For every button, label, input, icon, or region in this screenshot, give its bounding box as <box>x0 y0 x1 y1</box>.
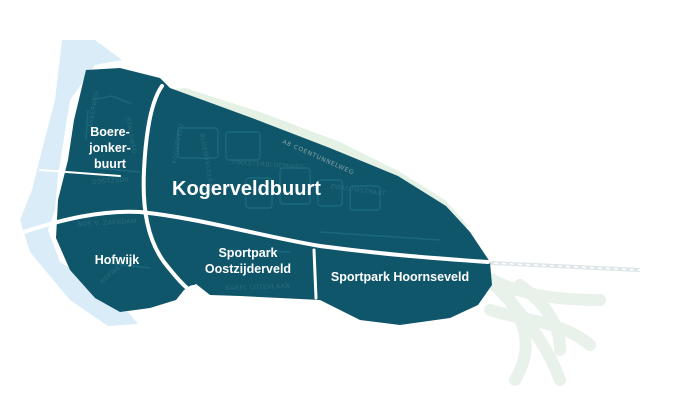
interchange <box>464 259 606 386</box>
building-blocks <box>85 95 441 269</box>
svg-text:Boere-: Boere- <box>90 125 130 139</box>
label-oostzijderveld: Sportpark Oostzijderveld <box>205 246 291 276</box>
svg-text:buurt: buurt <box>94 157 127 171</box>
street-label-oostzijde: OOSTZIJDE <box>92 176 130 186</box>
street-label-lotevlaan: KAREL LOTEVLAAN <box>226 283 291 292</box>
label-boerejonkerbuurt: Boere- jonker- buurt <box>88 125 131 171</box>
label-hoornseveld: Sportpark Hoornseveld <box>331 270 469 284</box>
roundabout <box>185 285 203 303</box>
district-borders <box>22 84 490 300</box>
label-hofwijk: Hofwijk <box>95 253 139 267</box>
label-kogerveldbuurt: Kogerveldbuurt <box>172 178 321 200</box>
water-area <box>20 40 138 326</box>
svg-text:Oostzijderveld: Oostzijderveld <box>205 262 291 276</box>
svg-text:jonker-: jonker- <box>88 141 131 155</box>
street-label-zaendam: NOF V. ZAENDAM <box>78 218 137 228</box>
railway <box>469 260 641 272</box>
svg-text:Sportpark: Sportpark <box>218 246 277 260</box>
